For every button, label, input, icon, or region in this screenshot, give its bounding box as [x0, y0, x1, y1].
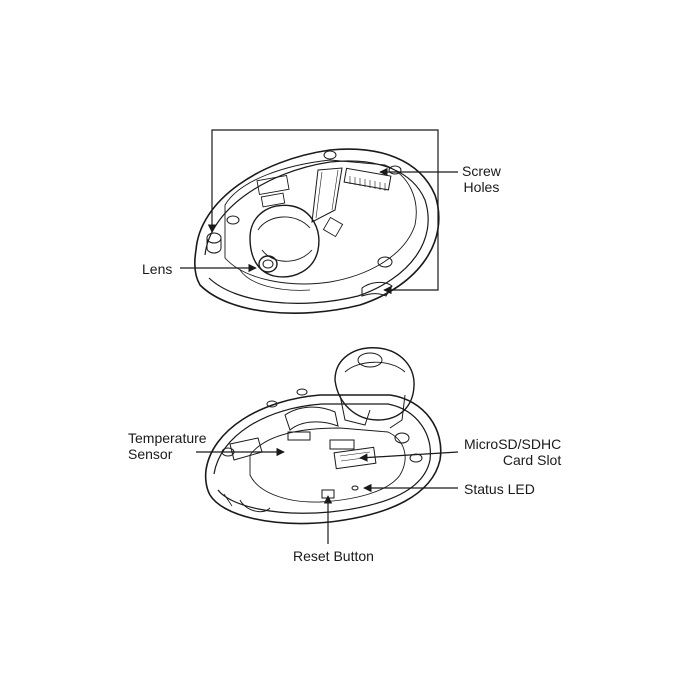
bottom-status-led [351, 485, 359, 491]
top-connector [343, 167, 392, 191]
bottom-lens-dome [334, 347, 415, 421]
status-led-label: Status LED [464, 481, 535, 497]
bottom-card-slot [333, 446, 377, 470]
card-slot-label-line2: Card Slot [502, 452, 562, 468]
screw-holes-callout [207, 129, 458, 295]
temperature-sensor-label-line2: Sensor [128, 446, 173, 462]
bottom-camera-illustration [204, 347, 442, 525]
top-ribbon-cable [311, 167, 343, 223]
top-camera-illustration [194, 148, 440, 314]
screw-holes-label-line2: Holes [463, 179, 500, 195]
screw-holes-label-line1: Screw [462, 163, 501, 179]
top-lens-dome [249, 204, 320, 278]
bottom-base-rim [213, 403, 431, 514]
screw-holes-label: Screw Holes [462, 163, 501, 195]
reset-button-label: Reset Button [293, 548, 374, 564]
temperature-sensor-label-line1: Temperature [128, 430, 207, 446]
top-lens-glass [258, 255, 278, 273]
bottom-temperature-sensor [229, 437, 263, 461]
bottom-ribbon-cable [284, 406, 339, 431]
lens-label: Lens [142, 261, 173, 277]
bottom-base-shell [204, 394, 442, 525]
top-base-rim [204, 160, 429, 304]
card-slot-callout [359, 451, 459, 462]
bottom-inner-board [249, 427, 406, 503]
card-slot-label-line1: MicroSD/SDHC [464, 436, 562, 452]
top-base-shell [194, 148, 440, 314]
temperature-sensor-label: Temperature Sensor [128, 430, 207, 462]
card-slot-label: MicroSD/SDHC Card Slot [464, 436, 561, 468]
